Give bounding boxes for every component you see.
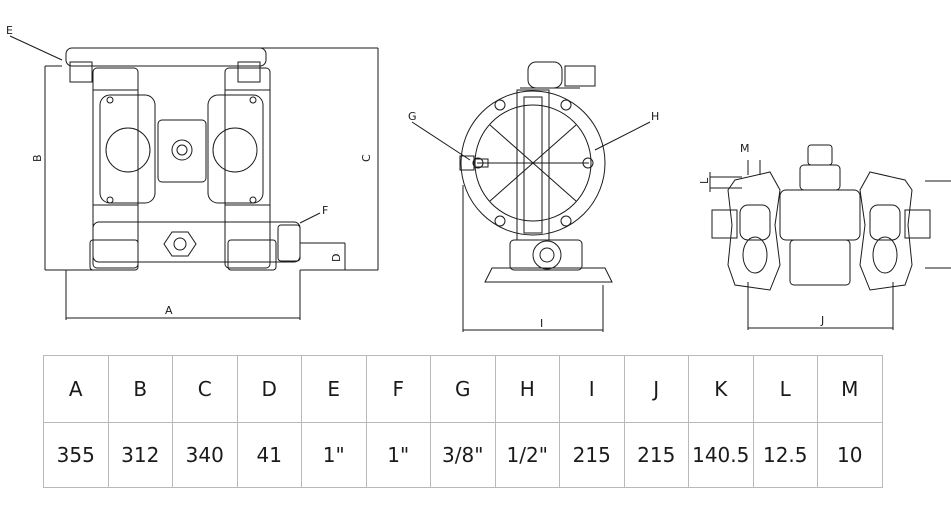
- front-view: [9, 35, 379, 320]
- value-cell: 140.5: [688, 422, 754, 488]
- header-cell: G: [430, 355, 496, 423]
- label-M: M: [740, 142, 750, 155]
- table-header-row: A B C D E F G H I J K L M: [43, 355, 883, 423]
- value-cell: 340: [172, 422, 238, 488]
- value-cell: 12.5: [752, 422, 818, 488]
- label-L: L: [698, 177, 711, 184]
- label-D: D: [330, 254, 343, 262]
- header-cell: D: [236, 355, 302, 423]
- header-cell: K: [688, 355, 754, 423]
- header-cell: B: [107, 355, 173, 423]
- value-cell: 10: [817, 422, 883, 488]
- pump-dimension-drawing: E B C F D A G H I M L J: [6, 24, 951, 332]
- header-cell: A: [43, 355, 109, 423]
- header-cell: C: [172, 355, 238, 423]
- header-cell: J: [623, 355, 689, 423]
- dimensions-table: A B C D E F G H I J K L M 355 312 340 41…: [43, 355, 883, 488]
- table-values-row: 355 312 340 41 1" 1" 3/8" 1/2" 215 215 1…: [43, 422, 883, 488]
- value-cell: 312: [107, 422, 173, 488]
- value-cell: 215: [559, 422, 625, 488]
- value-cell: 41: [236, 422, 302, 488]
- value-cell: 1": [301, 422, 367, 488]
- label-B: B: [31, 154, 44, 162]
- label-J: J: [820, 314, 824, 327]
- header-cell: F: [365, 355, 431, 423]
- header-cell: M: [817, 355, 883, 423]
- header-cell: E: [301, 355, 367, 423]
- label-A: A: [165, 304, 173, 317]
- label-E: E: [6, 24, 13, 37]
- label-C: C: [360, 154, 373, 162]
- value-cell: 1/2": [494, 422, 560, 488]
- value-cell: 355: [43, 422, 109, 488]
- header-cell: H: [494, 355, 560, 423]
- value-cell: 3/8": [430, 422, 496, 488]
- value-cell: 215: [623, 422, 689, 488]
- header-cell: I: [559, 355, 625, 423]
- value-cell: 1": [365, 422, 431, 488]
- header-cell: L: [752, 355, 818, 423]
- label-F: F: [322, 204, 328, 217]
- label-H: H: [651, 110, 659, 123]
- top-view: [709, 144, 951, 330]
- label-G: G: [408, 110, 417, 123]
- label-I: I: [540, 317, 543, 330]
- side-view: [411, 61, 651, 332]
